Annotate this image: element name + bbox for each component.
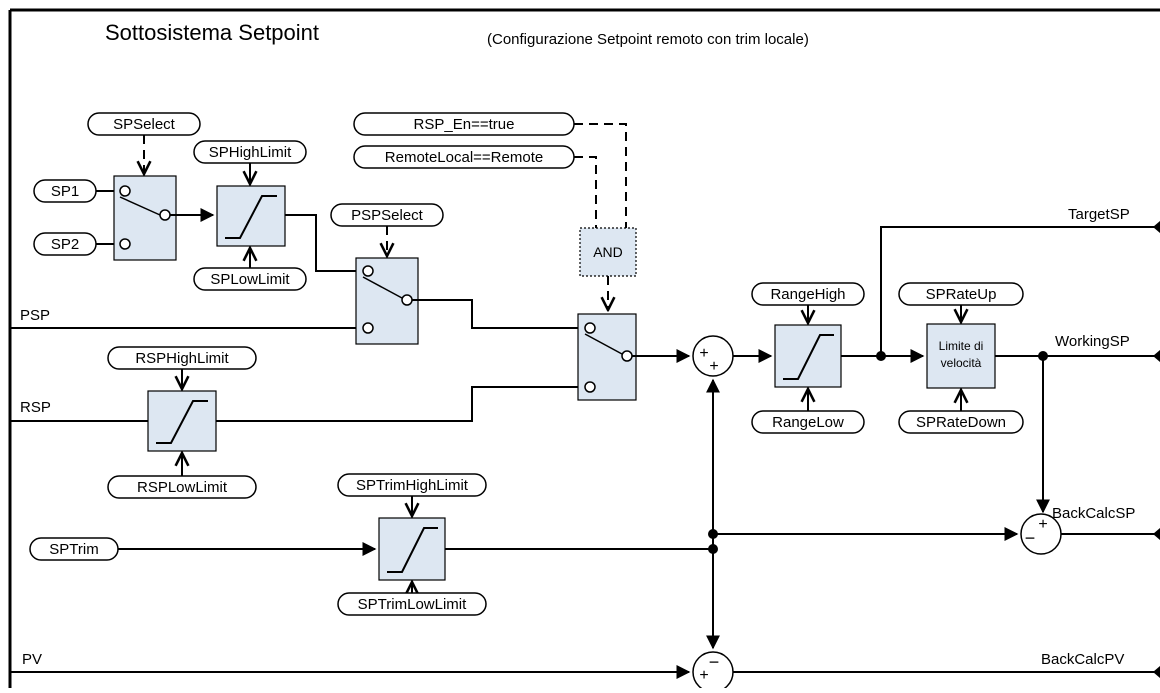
rsp-en-label: RSP_En==true bbox=[414, 116, 515, 133]
rangehigh-label: RangeHigh bbox=[770, 286, 845, 303]
sp2-label: SP2 bbox=[51, 236, 79, 253]
remote-local-switch-group bbox=[577, 313, 691, 401]
sprateup-label: SPRateUp bbox=[926, 286, 997, 303]
and-logic-group: RSP_En==true RemoteLocal==Remote AND bbox=[353, 112, 637, 310]
workingsp-signal-label: WorkingSP bbox=[1055, 333, 1130, 350]
pv-signal-label: PV bbox=[22, 651, 42, 668]
backcalcpv-plus: + bbox=[699, 667, 708, 684]
and-block bbox=[579, 227, 637, 277]
targetsp-signal-label: TargetSP bbox=[1068, 206, 1130, 223]
remotelocal-label: RemoteLocal==Remote bbox=[385, 149, 543, 166]
backcalcsp-signal-label: BackCalcSP bbox=[1052, 505, 1135, 522]
rsplowlimit-label: RSPLowLimit bbox=[137, 479, 228, 496]
summer-1: + + bbox=[692, 335, 773, 377]
summer-1-plus-a: + bbox=[699, 345, 708, 362]
sptrim-label: SPTrim bbox=[49, 541, 98, 558]
backcalcsp-plus: + bbox=[1038, 516, 1047, 533]
sptrimhighlimit-label: SPTrimHighLimit bbox=[356, 477, 469, 494]
rsplowlimit-param bbox=[107, 475, 257, 499]
sptrimlowlimit-label: SPTrimLowLimit bbox=[358, 596, 467, 613]
backcalcpv-signal-label: BackCalcPV bbox=[1041, 651, 1124, 668]
psp-selector-group: PSPSelect PSP bbox=[10, 203, 584, 345]
pspselect-label: PSPSelect bbox=[351, 207, 424, 224]
summer-1-plus-b: + bbox=[709, 358, 718, 375]
spselect-label: SPSelect bbox=[113, 116, 176, 133]
sptrimlowlimit-param bbox=[337, 592, 487, 616]
splowlimit-label: SPLowLimit bbox=[210, 271, 290, 288]
rsp-signal-label: RSP bbox=[20, 399, 51, 416]
and-label: AND bbox=[593, 244, 623, 260]
rate-limiter-group: SPRateUp Limite di velocità SPRateDown W… bbox=[898, 282, 1160, 514]
sphighlimit-label: SPHighLimit bbox=[209, 144, 292, 161]
backcalcpv-group: PV − + BackCalcPV bbox=[10, 651, 1160, 693]
rsp-group: RSPHighLimit RSP RSPLowLimit bbox=[10, 346, 584, 499]
rate-limiter-block bbox=[926, 323, 996, 389]
spratedown-param bbox=[898, 410, 1024, 434]
diagram-title: Sottosistema Setpoint bbox=[105, 20, 319, 45]
sptrim-group: SPTrimHighLimit SPTrim SPTrimLowLimit bbox=[29, 378, 1019, 650]
splowlimit-param bbox=[193, 267, 307, 291]
frame bbox=[8, 8, 1160, 688]
sp-selector-group: SPSelect SP1 SP2 bbox=[33, 112, 215, 261]
rate-limiter-label-2: velocità bbox=[941, 356, 982, 370]
backcalcsp-minus: − bbox=[1025, 528, 1036, 548]
psp-signal-label: PSP bbox=[20, 307, 50, 324]
backcalcpv-minus: − bbox=[709, 652, 720, 672]
backcalcsp-summer: + − BackCalcSP bbox=[1020, 505, 1160, 555]
rangelow-param bbox=[751, 410, 865, 434]
rangelow-label: RangeLow bbox=[772, 414, 844, 431]
diagram-subtitle: (Configurazione Setpoint remoto con trim… bbox=[487, 31, 809, 48]
rsphighlimit-label: RSPHighLimit bbox=[135, 350, 229, 367]
spratedown-label: SPRateDown bbox=[916, 414, 1006, 431]
rate-limiter-label-1: Limite di bbox=[939, 339, 984, 353]
range-limiter-group: RangeHigh RangeLow TargetSP bbox=[751, 206, 1160, 434]
sp1-label: SP1 bbox=[51, 183, 79, 200]
sp-limiter-group: SPHighLimit SPLowLimit bbox=[193, 140, 362, 291]
